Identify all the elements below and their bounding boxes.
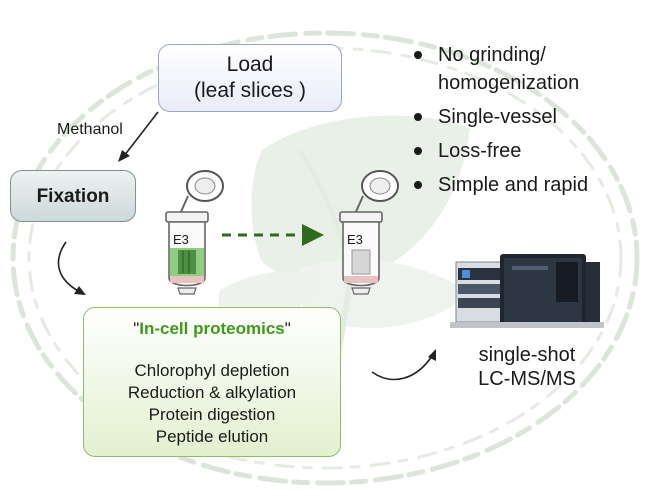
feature-item: Simple and rapid (414, 172, 588, 198)
feature-item: Single-vessel (414, 104, 588, 130)
bullet-dot-icon (414, 113, 422, 121)
incell-title-text: In-cell proteomics (139, 319, 285, 338)
dashed-transfer-arrow (222, 224, 324, 246)
load-box: Load (leaf slices ) (158, 44, 342, 112)
bullet-dot-icon (414, 181, 422, 189)
methanol-label: Methanol (57, 121, 123, 138)
step-item: Peptide elution (155, 427, 269, 446)
load-subtitle: (leaf slices ) (193, 79, 307, 102)
incell-steps: Chlorophyl depletion Reduction & alkylat… (84, 360, 340, 448)
feature-text: Simple and rapid (438, 174, 589, 196)
ms-label: single-shot LC-MS/MS (462, 343, 592, 391)
step-item: Reduction & alkylation (127, 383, 297, 402)
ms-label-line2: LC-MS/MS (478, 368, 576, 390)
tube-left-icon (165, 170, 224, 295)
fixation-to-incell-arrow (57, 241, 86, 295)
feature-item: No grinding/ (414, 42, 588, 68)
incell-to-ms-arrow (371, 349, 436, 381)
feature-list: No grinding/ homogenization Single-vesse… (414, 42, 588, 206)
load-title: Load (226, 53, 274, 76)
feature-text: Loss-free (438, 140, 522, 162)
quote-close: " (284, 319, 291, 338)
bullet-dot-icon (414, 51, 422, 59)
quote-open: " (133, 319, 140, 338)
incell-title: "In-cell proteomics" (84, 318, 340, 340)
feature-text: No grinding/ (438, 44, 546, 66)
step-item: Protein digestion (148, 405, 276, 424)
feature-item: Loss-free (414, 138, 588, 164)
methanol-arrow (118, 111, 159, 162)
feature-item-continuation: homogenization (414, 70, 588, 96)
feature-text: Single-vessel (438, 106, 557, 128)
fixation-box: Fixation (10, 170, 136, 222)
tube-right-icon (339, 170, 399, 295)
tube-right-label: E3 (347, 232, 363, 247)
step-item: Chlorophyl depletion (134, 361, 290, 380)
lcms-instrument-icon (450, 254, 604, 328)
feature-text: homogenization (438, 72, 580, 94)
bullet-dot-icon (414, 147, 422, 155)
tube-left-label: E3 (173, 232, 189, 247)
ms-label-line1: single-shot (478, 344, 576, 366)
incell-proteomics-box: "In-cell proteomics" Chlorophyl depletio… (83, 307, 341, 457)
